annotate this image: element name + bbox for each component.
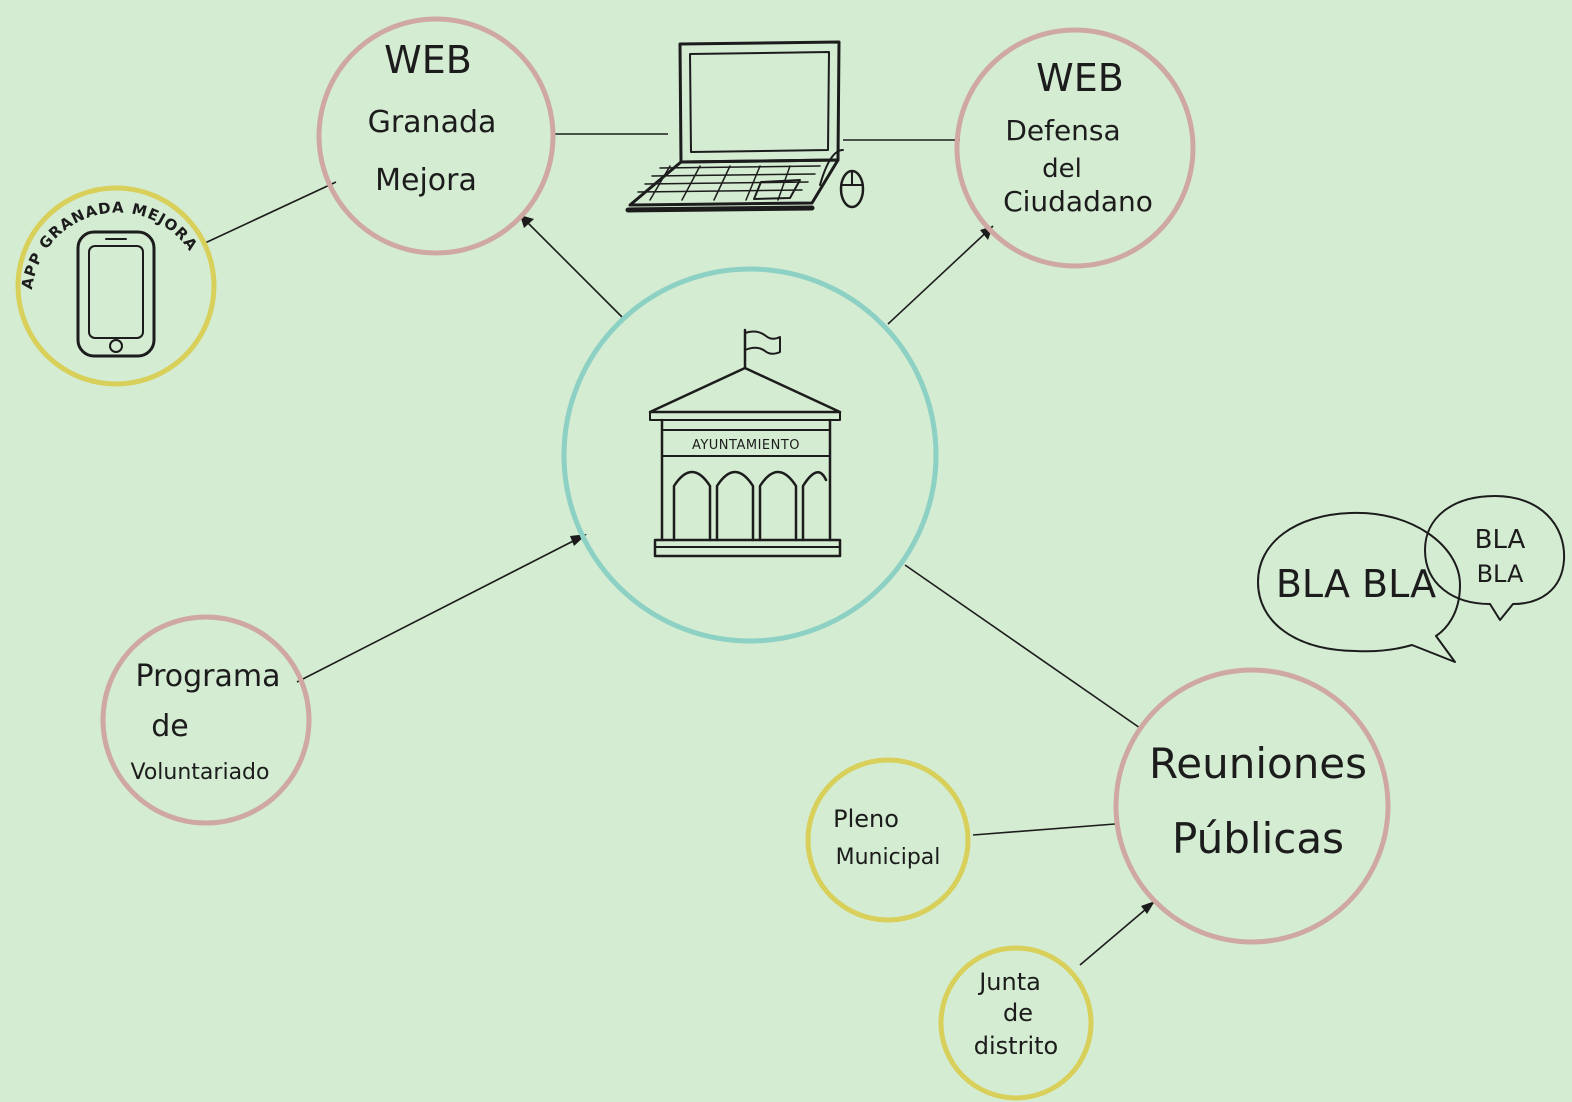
reuniones-line-2: Públicas	[1172, 814, 1344, 863]
connector-pleno-reuniones	[972, 823, 1116, 836]
junta-line-1: Junta	[977, 968, 1041, 996]
speech-small-line-1: BLA	[1475, 525, 1526, 555]
node-junta-de-distrito: Junta de distrito	[938, 945, 1094, 1101]
web-defensa-line-4: Ciudadano	[1003, 185, 1153, 218]
arrow-head-junta	[1141, 901, 1155, 914]
laptop-icon	[625, 40, 865, 213]
web-granada-line-3: Mejora	[375, 163, 477, 198]
connector-voluntariado-center	[296, 534, 586, 683]
web-defensa-line-3: del	[1042, 154, 1082, 184]
pleno-circle	[805, 757, 971, 923]
web-defensa-line-1: WEB	[1036, 56, 1124, 100]
voluntariado-line-1: Programa	[136, 659, 281, 694]
building-icon: AYUNTAMIENTO	[648, 328, 842, 558]
node-web-granada-mejora: WEB Granada Mejora	[316, 16, 556, 256]
reuniones-line-1: Reuniones	[1149, 739, 1367, 788]
pleno-line-2: Municipal	[836, 845, 941, 870]
web-granada-line-1: WEB	[384, 38, 472, 82]
web-defensa-circle	[954, 27, 1196, 269]
smartphone-icon	[76, 230, 156, 358]
center-circle	[561, 266, 939, 644]
speech-bubble-big	[1257, 511, 1461, 663]
web-granada-circle	[316, 16, 556, 256]
voluntariado-line-2: de	[151, 709, 189, 744]
speech-bubble-small	[1424, 495, 1566, 621]
reuniones-circle	[1113, 667, 1391, 945]
connector-web-defensa-center	[887, 225, 994, 325]
connector-center-reuniones	[904, 564, 1141, 729]
pleno-line-1: Pleno	[833, 805, 899, 833]
connector-app-web-granada	[204, 181, 337, 244]
app-circle	[15, 185, 217, 387]
web-defensa-line-2: Defensa	[1005, 114, 1120, 147]
node-reuniones-publicas: Reuniones Públicas	[1113, 667, 1391, 945]
junta-line-2: de	[1003, 999, 1033, 1027]
connector-web-granada-center	[519, 214, 626, 321]
node-ayuntamiento: AYUNTAMIENTO	[561, 266, 939, 644]
connector-junta-reuniones	[1079, 902, 1154, 966]
speech-big-text: BLA BLA	[1276, 562, 1436, 606]
node-web-defensa-del-ciudadano: WEB Defensa del Ciudadano	[954, 27, 1196, 269]
node-pleno-municipal: Pleno Municipal	[805, 757, 971, 923]
app-label: APP GRANADA MEJORA	[18, 198, 202, 290]
node-programa-de-voluntariado: Programa de Voluntariado	[100, 614, 312, 826]
voluntariado-line-3: Voluntariado	[131, 760, 270, 785]
web-granada-line-2: Granada	[368, 105, 497, 140]
junta-line-3: distrito	[974, 1032, 1058, 1060]
speech-bubbles: BLA BLA BLA BLA	[1257, 495, 1566, 663]
voluntariado-circle	[100, 614, 312, 826]
junta-circle	[938, 945, 1094, 1101]
connectors	[204, 133, 1155, 966]
building-label: AYUNTAMIENTO	[692, 438, 800, 453]
speech-small-line-2: BLA	[1477, 560, 1524, 588]
arrow-head-web-granada	[520, 215, 534, 228]
node-app-granada-mejora: APP GRANADA MEJORA	[15, 185, 217, 387]
